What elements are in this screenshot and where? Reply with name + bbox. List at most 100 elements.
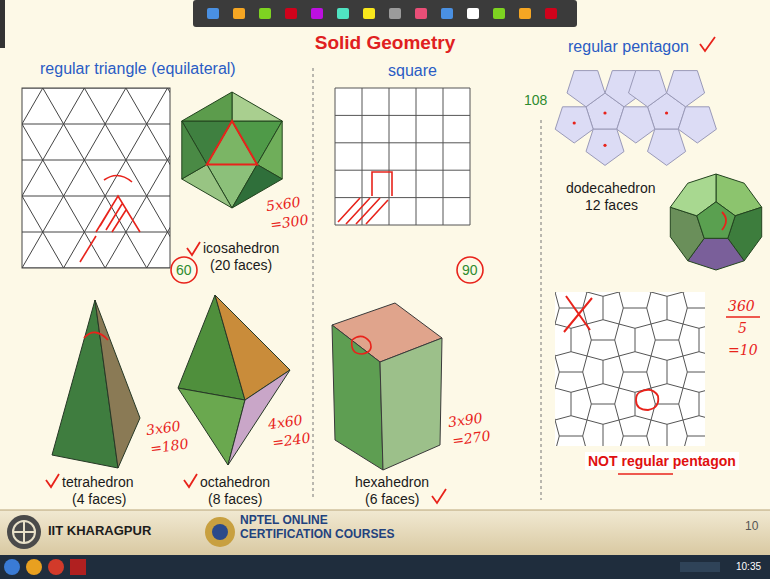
solid-name: hexahedron: [355, 474, 429, 490]
taskbar-icon: [48, 559, 64, 575]
tiling-edge: [555, 352, 587, 356]
face-count: (8 faces): [208, 491, 262, 507]
tiling-edge: [555, 388, 587, 392]
grid-line: [126, 88, 170, 268]
tray-icons: [680, 562, 720, 572]
tiling-edge: [647, 356, 651, 388]
toolbar-icon: [259, 8, 271, 19]
dodecahedron-net: [555, 71, 716, 166]
red-loop: [636, 390, 658, 410]
toolbar-icon: [545, 8, 557, 19]
tiling-edge: [555, 416, 587, 420]
tiling-edge: [667, 360, 668, 383]
red-dot: [573, 121, 576, 124]
red-underline: [618, 473, 673, 475]
tiling-edge: [683, 416, 705, 420]
net-pentagon: [617, 107, 655, 143]
toolbar-icon: [467, 8, 479, 19]
iit-logo: [14, 522, 34, 542]
red-loop: [352, 336, 371, 354]
tiling-edge: [603, 424, 604, 446]
tiling-edge: [571, 328, 572, 351]
toolbar-icon: [207, 8, 219, 19]
tiling-edge: [683, 352, 705, 356]
tiling-edge: [559, 436, 582, 437]
footer-rule: [0, 510, 770, 511]
red-dot: [603, 144, 606, 147]
grid-line: [335, 142, 470, 143]
face-count: (4 faces): [72, 491, 126, 507]
tiling-edge: [587, 420, 619, 424]
tiling-edge: [687, 372, 705, 373]
red-hatching: [96, 196, 140, 232]
tiling-edge: [679, 388, 683, 420]
net-pentagon: [567, 71, 605, 107]
tiling-edge: [591, 404, 614, 405]
footer-band: [0, 510, 770, 555]
solid-name: dodecahedron: [566, 180, 656, 196]
institute-name: IIT KHARAGPUR: [48, 524, 151, 539]
tiling-edge: [619, 352, 651, 356]
net-pentagon: [678, 107, 716, 143]
solid-name: tetrahedron: [62, 474, 134, 490]
cube-face: [332, 325, 383, 470]
grid-line: [105, 88, 170, 268]
course-banner: NPTEL ONLINE CERTIFICATION COURSES: [240, 514, 405, 542]
tiling-edge: [647, 420, 651, 446]
separator: [541, 120, 542, 500]
grid-line: [443, 88, 444, 225]
grid-line: [167, 88, 170, 268]
tiling-edge: [555, 356, 559, 388]
toolbar-icon: [441, 8, 453, 19]
tiling-edge: [603, 360, 604, 383]
tiling-edge: [619, 292, 623, 324]
red-tick: [432, 489, 446, 503]
tiling-edge: [559, 308, 582, 309]
dodecahedron-figure: [670, 174, 761, 270]
grid-line: [22, 88, 64, 268]
tiling-edge: [619, 356, 623, 388]
handwritten-note: =10: [728, 342, 758, 358]
nptel-logo: [212, 524, 228, 540]
page-number: 10: [745, 520, 758, 534]
window-edge: [0, 0, 5, 48]
icosahedron-face: [182, 92, 232, 121]
handwritten-note: 360: [728, 298, 755, 314]
tiling-edge: [555, 292, 559, 324]
grid-line: [389, 88, 390, 225]
tiling-edge: [651, 324, 655, 356]
grid-line: [416, 88, 417, 225]
grid-line: [22, 160, 170, 161]
solid-name: octahedron: [200, 474, 270, 490]
tiling-edge: [683, 292, 687, 324]
tiling-edge: [587, 388, 591, 420]
square-grid: [335, 88, 470, 225]
tiling-edge: [619, 420, 623, 446]
grid-line: [22, 88, 105, 268]
face-count: (6 faces): [365, 491, 419, 507]
grid-line: [64, 88, 168, 268]
tiling-edge: [651, 320, 683, 324]
icosahedron-face: [232, 92, 282, 121]
toolbar-icon: [311, 8, 323, 19]
net-pentagon: [586, 129, 624, 165]
grid-line: [335, 88, 470, 89]
tiling-edge: [667, 424, 668, 446]
triangle-grid: [22, 88, 170, 268]
tiling-edge: [651, 420, 683, 424]
toolbar-icons: [207, 8, 557, 19]
red-outline: [207, 121, 257, 165]
tiling-edge: [647, 292, 651, 324]
grid-line: [147, 88, 170, 268]
handwritten-note: 5: [738, 320, 747, 336]
tiling-edge: [651, 292, 683, 296]
grid-line: [22, 88, 170, 89]
tiling-edge: [683, 356, 687, 388]
fraction-bar: [726, 316, 760, 318]
net-pentagon: [555, 107, 593, 143]
cube-face: [380, 338, 442, 470]
red-dot: [603, 111, 606, 114]
grid-line: [22, 88, 126, 268]
